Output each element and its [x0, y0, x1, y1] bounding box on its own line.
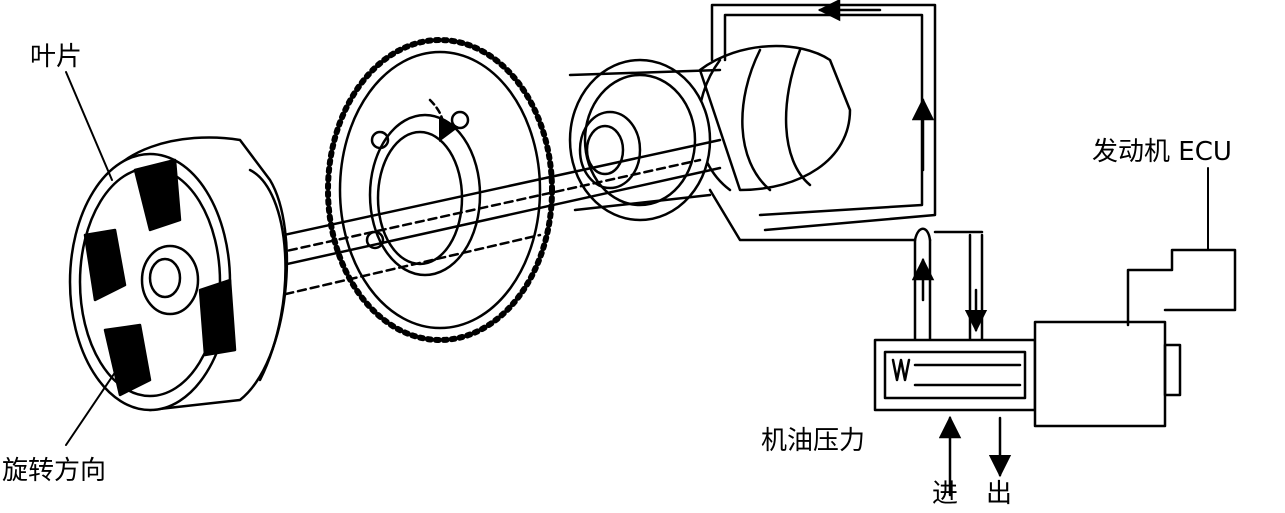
label-engine-ecu: 发动机 ECU [1092, 137, 1232, 167]
oil-control-valve [873, 248, 1237, 497]
timing-sprocket [325, 37, 555, 343]
label-blade: 叶片 [30, 42, 83, 72]
leader-rotation [65, 364, 121, 446]
leader-lines [65, 71, 1209, 446]
cam-hub [568, 58, 722, 222]
vane-rotor [68, 136, 289, 412]
leader-blade [65, 71, 113, 181]
label-inlet: 进 [932, 479, 959, 509]
label-outlet: 出 [986, 479, 1013, 509]
camshaft [697, 44, 852, 192]
label-rotation-direction: 旋转方向 [2, 456, 107, 486]
oil-lines [708, 0, 988, 357]
label-oil-pressure: 机油压力 [761, 426, 866, 456]
